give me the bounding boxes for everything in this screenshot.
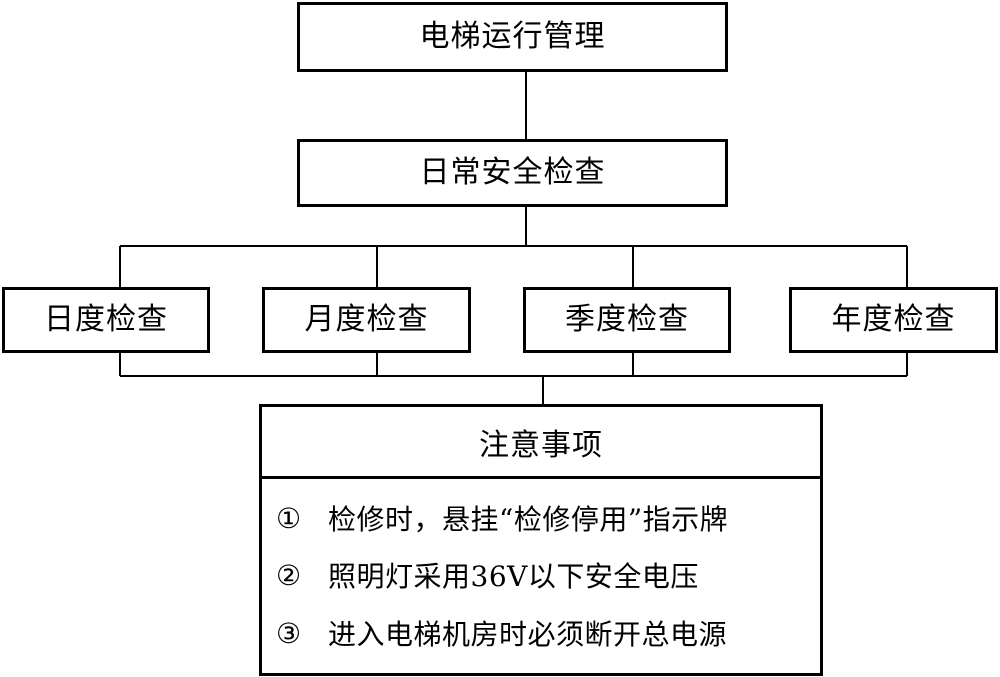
note-text: 进入电梯机房时必须断开总电源 xyxy=(328,618,728,651)
node-label: 季度检查 xyxy=(565,302,689,337)
note-item: ② 照明灯采用36V以下安全电压 xyxy=(276,555,699,595)
node-elevator-operation-management: 电梯运行管理 xyxy=(297,2,728,72)
note-text: 照明灯采用36V以下安全电压 xyxy=(328,560,699,593)
node-label: 电梯运行管理 xyxy=(419,19,606,54)
note-item: ① 检修时，悬挂“检修停用”指示牌 xyxy=(276,498,728,538)
notes-title: 注意事项 xyxy=(262,407,820,479)
node-monthly-check: 月度检查 xyxy=(262,287,471,353)
note-marker: ② xyxy=(276,558,302,592)
node-label: 年度检查 xyxy=(831,302,956,337)
node-daily-safety-inspection: 日常安全检查 xyxy=(297,139,728,207)
note-text: 检修时，悬挂“检修停用”指示牌 xyxy=(328,503,729,536)
node-label: 日常安全检查 xyxy=(419,155,606,190)
note-marker: ① xyxy=(276,501,302,535)
node-label: 日度检查 xyxy=(44,302,168,337)
node-label: 月度检查 xyxy=(304,302,429,337)
notes-box: 注意事项 ① 检修时，悬挂“检修停用”指示牌 ② 照明灯采用36V以下安全电压 … xyxy=(259,404,823,676)
note-marker: ③ xyxy=(276,616,302,650)
node-quarterly-check: 季度检查 xyxy=(523,287,731,353)
node-yearly-check: 年度检查 xyxy=(789,287,998,353)
note-item: ③ 进入电梯机房时必须断开总电源 xyxy=(276,613,727,653)
node-daily-check: 日度检查 xyxy=(2,287,210,353)
